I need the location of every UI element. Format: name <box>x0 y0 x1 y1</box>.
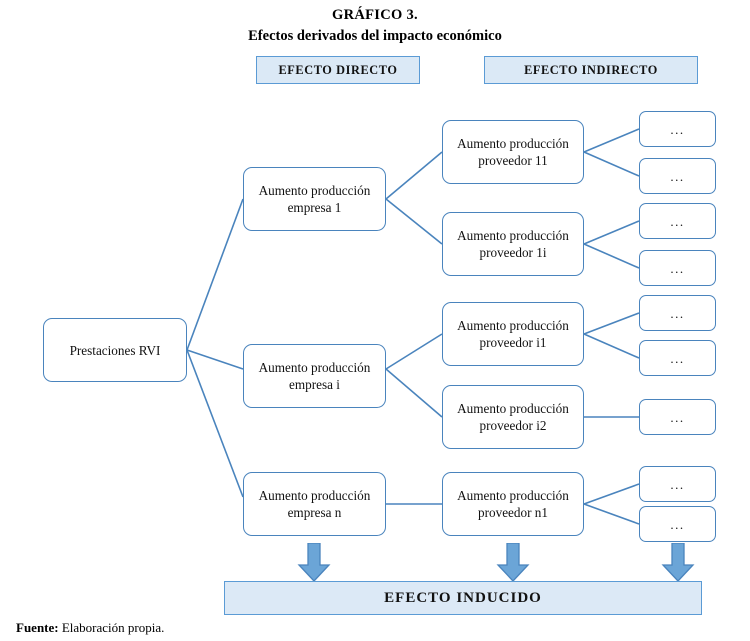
wire-prov1i-to-leaf-3 <box>583 220 640 245</box>
node-prestaciones-rvi-label: Prestaciones RVI <box>69 342 161 358</box>
node-proveedor-11[interactable]: Aumento producción proveedor 11 <box>442 120 584 184</box>
wire-root-to-empresa-1 <box>186 198 244 351</box>
wire-prov11-to-leaf-2 <box>583 151 640 177</box>
figure-title-block: GRÁFICO 3. Efectos derivados del impacto… <box>0 6 750 46</box>
node-proveedor-n1-line1: Aumento producción <box>457 488 569 503</box>
node-empresa-1-line1: Aumento producción <box>258 183 371 198</box>
node-leaf-8[interactable]: ... <box>639 466 716 502</box>
source-note: Fuente: Elaboración propia. <box>16 620 164 636</box>
wire-prov11-to-leaf-1 <box>583 128 640 153</box>
node-leaf-3[interactable]: ... <box>639 203 716 239</box>
down-arrow-icon-left <box>297 543 331 582</box>
node-proveedor-i2-line1: Aumento producción <box>457 401 569 416</box>
wire-provn1-to-leaf-9 <box>583 503 640 525</box>
node-leaf-6[interactable]: ... <box>639 340 716 376</box>
wire-provi1-to-leaf-5 <box>583 312 640 335</box>
node-proveedor-11-line1: Aumento producción <box>457 136 569 151</box>
banner-efecto-indirecto: EFECTO INDIRECTO <box>484 56 698 84</box>
source-note-text: Elaboración propia. <box>58 620 165 635</box>
node-leaf-1[interactable]: ... <box>639 111 716 147</box>
wire-empresa1-to-prov1i <box>385 198 443 245</box>
node-leaf-6-label: ... <box>670 350 685 366</box>
node-proveedor-i1-line1: Aumento producción <box>457 318 569 333</box>
node-empresa-i-line2: empresa i <box>289 377 340 392</box>
node-leaf-7-label: ... <box>670 409 685 425</box>
down-arrow-icon-right <box>661 543 695 582</box>
wire-provi1-to-leaf-6 <box>583 333 640 359</box>
node-proveedor-11-line2: proveedor 11 <box>478 153 548 168</box>
node-proveedor-i2[interactable]: Aumento producción proveedor i2 <box>442 385 584 449</box>
node-proveedor-n1[interactable]: Aumento producción proveedor n1 <box>442 472 584 536</box>
node-proveedor-i1-line2: proveedor i1 <box>479 335 547 350</box>
node-empresa-n-line1: Aumento producción <box>258 488 371 503</box>
node-leaf-7[interactable]: ... <box>639 399 716 435</box>
banner-efecto-directo: EFECTO DIRECTO <box>256 56 420 84</box>
node-proveedor-n1-line2: proveedor n1 <box>478 505 548 520</box>
node-proveedor-i1[interactable]: Aumento producción proveedor i1 <box>442 302 584 366</box>
node-empresa-n[interactable]: Aumento producción empresa n <box>243 472 386 536</box>
node-empresa-1[interactable]: Aumento producción empresa 1 <box>243 167 386 231</box>
node-proveedor-1i[interactable]: Aumento producción proveedor 1i <box>442 212 584 276</box>
node-prestaciones-rvi[interactable]: Prestaciones RVI <box>43 318 187 382</box>
wire-provn1-to-leaf-8 <box>583 483 640 505</box>
node-proveedor-i2-line2: proveedor i2 <box>479 418 547 433</box>
wire-empresai-to-provi1 <box>385 333 443 370</box>
node-leaf-8-label: ... <box>670 476 685 492</box>
node-empresa-1-line2: empresa 1 <box>287 200 342 215</box>
figure-number: GRÁFICO 3. <box>332 7 418 23</box>
node-leaf-1-label: ... <box>670 121 685 137</box>
node-empresa-i[interactable]: Aumento producción empresa i <box>243 344 386 408</box>
node-leaf-4-label: ... <box>670 260 685 276</box>
node-leaf-5-label: ... <box>670 305 685 321</box>
node-proveedor-1i-line2: proveedor 1i <box>479 245 547 260</box>
wire-root-to-empresa-n <box>186 349 244 498</box>
node-leaf-4[interactable]: ... <box>639 250 716 286</box>
node-leaf-5[interactable]: ... <box>639 295 716 331</box>
node-leaf-9[interactable]: ... <box>639 506 716 542</box>
wire-empresa1-to-prov11 <box>385 151 443 200</box>
node-leaf-2-label: ... <box>670 168 685 184</box>
node-leaf-9-label: ... <box>670 516 685 532</box>
node-leaf-3-label: ... <box>670 213 685 229</box>
node-empresa-n-line2: empresa n <box>287 505 342 520</box>
wire-prov1i-to-leaf-4 <box>583 243 640 269</box>
source-note-label: Fuente: <box>16 620 59 635</box>
node-leaf-2[interactable]: ... <box>639 158 716 194</box>
banner-efecto-inducido: EFECTO INDUCIDO <box>224 581 702 615</box>
down-arrow-icon-middle <box>496 543 530 582</box>
node-proveedor-1i-line1: Aumento producción <box>457 228 569 243</box>
figure-title: Efectos derivados del impacto económico <box>248 28 502 44</box>
wire-empresai-to-provi2 <box>385 368 443 418</box>
node-empresa-i-line1: Aumento producción <box>258 360 371 375</box>
wire-root-to-empresa-i <box>186 349 244 370</box>
